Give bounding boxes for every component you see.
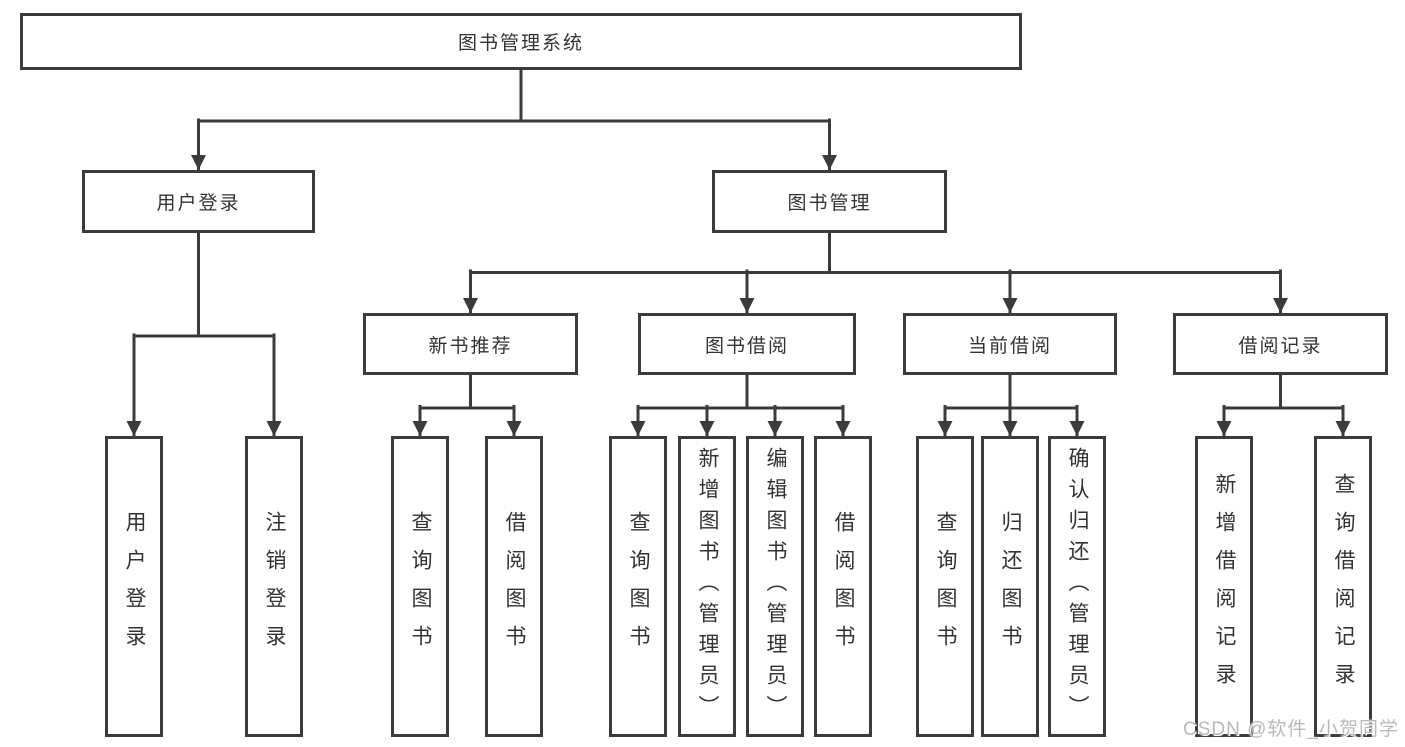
leaf-borrow-books-recommend: 借阅图书 — [485, 436, 543, 737]
node-label: 图书借阅 — [704, 335, 789, 357]
node-new-book-recommend: 新书推荐 — [363, 313, 578, 375]
leaf-add-borrow-record: 新增借阅记录 — [1195, 436, 1253, 737]
leaf-query-books-current: 查询图书 — [916, 436, 974, 737]
csdn-watermark: CSDN @软件_小贺同学 — [1183, 719, 1399, 740]
leaf-confirm-return-admin: 确认归还（管理员） — [1048, 436, 1106, 737]
leaf-label: 查询图书 — [627, 510, 650, 663]
node-current-borrowing: 当前借阅 — [903, 313, 1117, 375]
node-label: 图书管理 — [787, 193, 872, 214]
leaf-add-books-admin: 新增图书（管理员） — [678, 436, 736, 737]
leaf-borrow-books: 借阅图书 — [814, 436, 872, 737]
node-book-management: 图书管理 — [712, 170, 947, 233]
leaf-label: 查询图书 — [934, 510, 957, 663]
node-library-management-system: 图书管理系统 — [20, 13, 1022, 70]
node-label: 借阅记录 — [1238, 335, 1323, 357]
node-borrowing-records: 借阅记录 — [1173, 313, 1388, 375]
node-label: 图书管理系统 — [457, 33, 584, 54]
node-user-login-branch: 用户登录 — [82, 170, 315, 233]
leaf-edit-books-admin: 编辑图书（管理员） — [746, 436, 804, 737]
node-label: 当前借阅 — [967, 335, 1052, 357]
node-book-borrowing: 图书借阅 — [638, 313, 856, 375]
leaf-label: 查询图书 — [409, 510, 432, 663]
leaf-query-borrow-record: 查询借阅记录 — [1314, 436, 1372, 737]
leaf-query-books: 查询图书 — [609, 436, 667, 737]
node-label: 用户登录 — [156, 193, 241, 214]
leaf-user-login: 用户登录 — [105, 436, 163, 737]
node-label: 新书推荐 — [428, 335, 513, 357]
leaf-logout: 注销登录 — [245, 436, 303, 737]
leaf-label: 新增图书（管理员） — [696, 447, 719, 726]
leaf-return-books: 归还图书 — [981, 436, 1039, 737]
leaf-label: 归还图书 — [999, 510, 1022, 663]
leaf-label: 借阅图书 — [503, 510, 526, 663]
leaf-label: 查询借阅记录 — [1332, 472, 1355, 701]
leaf-query-books-recommend: 查询图书 — [391, 436, 449, 737]
leaf-label: 确认归还（管理员） — [1066, 447, 1089, 726]
leaf-label: 用户登录 — [123, 510, 146, 663]
leaf-label: 注销登录 — [263, 510, 286, 663]
leaf-label: 编辑图书（管理员） — [764, 447, 787, 726]
leaf-label: 新增借阅记录 — [1213, 472, 1236, 701]
leaf-label: 借阅图书 — [832, 510, 855, 663]
